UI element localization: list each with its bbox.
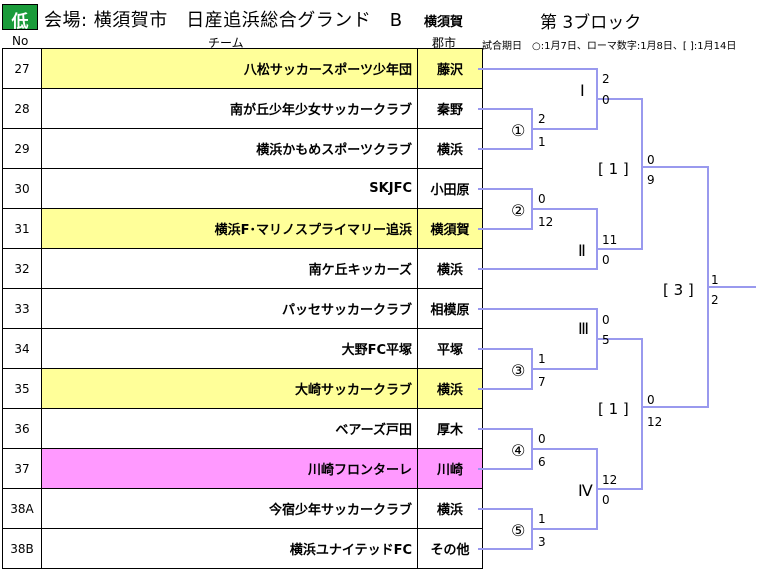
team-name: SKJFC <box>41 168 418 209</box>
team-number: 29 <box>2 128 42 169</box>
r3-score-top: 0 <box>602 313 610 327</box>
f-score-top: 1 <box>711 273 719 287</box>
low-grade-badge: 低 <box>2 4 38 32</box>
m1-score-top: 2 <box>538 112 546 126</box>
semi-2-line <box>597 338 643 490</box>
team-city: 小田原 <box>417 168 483 209</box>
team-name: ベアーズ戸田 <box>41 408 418 449</box>
f-label: [ 3 ] <box>663 281 694 299</box>
team-name: 今宿少年サッカークラブ <box>41 488 418 529</box>
s2-score-top: 0 <box>647 393 655 407</box>
s1-label: [ 1 ] <box>598 160 629 178</box>
team-number: 38A <box>2 488 42 529</box>
team-city: 横浜 <box>417 368 483 409</box>
venue-title: 会場: 横須賀市 日産追浜総合グランド B <box>44 10 403 31</box>
team-number: 34 <box>2 328 42 369</box>
team-city: 横浜 <box>417 248 483 289</box>
team-name: 八松サッカースポーツ少年団 <box>41 48 418 89</box>
m3-score-top: 1 <box>538 352 546 366</box>
block-title: 第 3ブロック <box>540 13 642 33</box>
m3-score-bottom: 7 <box>538 375 546 389</box>
team-name: 横浜ユナイテッドFC <box>41 528 418 569</box>
match-date-legend: 試合期日 ○:1月7日、ローマ数字:1月8日、[ ]:1月14日 <box>482 41 737 52</box>
team-name: 南ケ丘キッカーズ <box>41 248 418 289</box>
team-number: 33 <box>2 288 42 329</box>
team-city: 平塚 <box>417 328 483 369</box>
f-score-bottom: 2 <box>711 293 719 307</box>
m5-score-bottom: 3 <box>538 535 546 549</box>
s2-label: [ 1 ] <box>598 400 629 418</box>
m5-label: ⑤ <box>511 521 525 540</box>
bracket-lines <box>478 68 756 550</box>
team-name: 川崎フロンターレ <box>41 448 418 489</box>
badge-label: 低 <box>11 12 29 32</box>
r2-score-bottom: 0 <box>602 253 610 267</box>
column-header-team: チーム <box>208 36 244 50</box>
m2-label: ② <box>511 201 525 220</box>
venue-city: 横須賀 <box>424 15 464 30</box>
r4-label: Ⅳ <box>578 481 593 500</box>
m1-label: ① <box>511 121 525 140</box>
s1-score-top: 0 <box>647 153 655 167</box>
team-city: 川崎 <box>417 448 483 489</box>
m3-label: ③ <box>511 361 525 380</box>
r2-score-top: 11 <box>602 233 617 247</box>
m2-score-top: 0 <box>538 192 546 206</box>
team-number: 27 <box>2 48 42 89</box>
team-name: 大野FC平塚 <box>41 328 418 369</box>
m4-label: ④ <box>511 441 525 460</box>
team-city: 藤沢 <box>417 48 483 89</box>
team-name: 横浜かもめスポーツクラブ <box>41 128 418 169</box>
team-city: 厚木 <box>417 408 483 449</box>
round-2-line <box>478 208 598 270</box>
r3-score-bottom: 5 <box>602 333 610 347</box>
semi-1-line <box>597 98 643 250</box>
r1-score-bottom: 0 <box>602 93 610 107</box>
team-name: 横浜F･マリノスプライマリー追浜 <box>41 208 418 249</box>
r4-score-top: 12 <box>602 473 617 487</box>
r2-label: Ⅱ <box>578 241 586 260</box>
r3-label: Ⅲ <box>578 319 589 338</box>
team-number: 38B <box>2 528 42 569</box>
r1-score-top: 2 <box>602 72 610 86</box>
m5-score-top: 1 <box>538 512 546 526</box>
team-city: 秦野 <box>417 88 483 129</box>
s1-score-bottom: 9 <box>647 173 655 187</box>
r1-label: Ⅰ <box>580 81 585 100</box>
team-name: パッセサッカークラブ <box>41 288 418 329</box>
team-city: 相模原 <box>417 288 483 329</box>
m4-score-bottom: 6 <box>538 455 546 469</box>
team-city: その他 <box>417 528 483 569</box>
m1-score-bottom: 1 <box>538 135 546 149</box>
m4-score-top: 0 <box>538 432 546 446</box>
m2-score-bottom: 12 <box>538 215 553 229</box>
r4-score-bottom: 0 <box>602 493 610 507</box>
team-city: 横須賀 <box>417 208 483 249</box>
team-number: 35 <box>2 368 42 409</box>
column-header-city: 郡市 <box>432 36 457 50</box>
s2-score-bottom: 12 <box>647 415 662 429</box>
column-header-no: No <box>12 34 29 48</box>
